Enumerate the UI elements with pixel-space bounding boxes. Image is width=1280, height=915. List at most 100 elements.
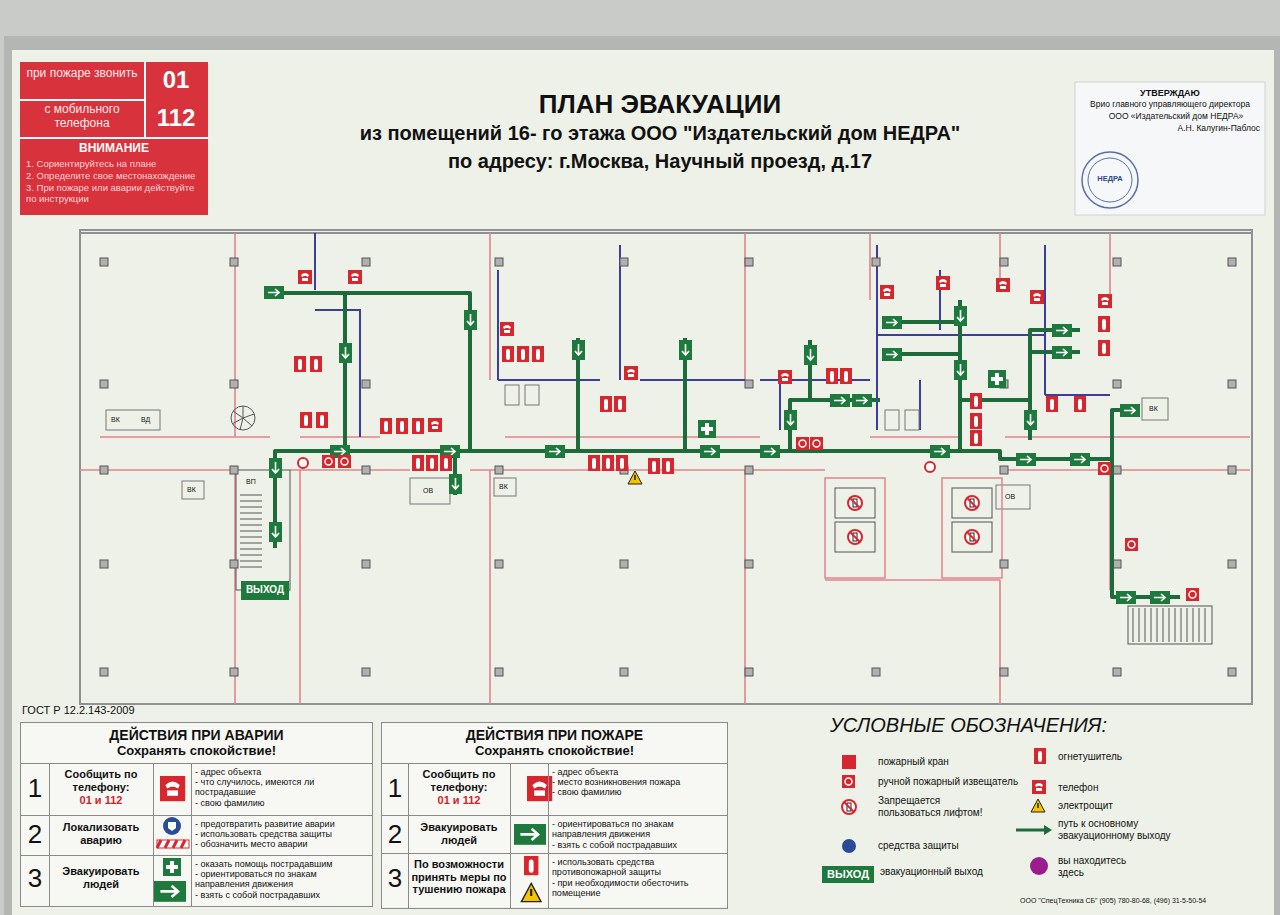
node-text: 3 <box>23 864 47 894</box>
approval-block: УТВЕРЖДАЮВрио главного управляющего дире… <box>1075 82 1265 142</box>
room-code: ВД <box>141 416 150 424</box>
node-text: 01 и 112 <box>51 794 151 807</box>
legend-title: УСЛОВНЫЕ ОБОЗНАЧЕНИЯ: <box>830 714 1107 737</box>
columns <box>100 380 108 388</box>
sign-frame <box>12 50 1274 915</box>
exit-direction-signs <box>1120 404 1140 417</box>
shafts <box>410 478 450 504</box>
fire-equipment <box>426 455 438 471</box>
node-text: ООО «Издательский дом НЕДРА» <box>1091 112 1261 122</box>
node-text: А.Н. Калугин-Паблос <box>1130 124 1260 134</box>
fire-equipment <box>628 471 642 484</box>
node-text: 1 <box>23 774 47 804</box>
node-text: ДЕЙСТВИЯ ПРИ ПОЖАРЕ <box>382 727 727 743</box>
exit-direction-signs <box>760 445 780 458</box>
node-text: - взять с собой пострадавших <box>195 890 369 900</box>
exit-direction-signs <box>339 343 352 363</box>
columns <box>230 380 238 388</box>
node-text: Сохранять спокойствие! <box>382 744 727 759</box>
node-text: - взять с собой пострадавших <box>552 840 724 850</box>
fire-equipment <box>616 455 628 471</box>
exit-direction-signs <box>830 394 850 407</box>
exit-direction-signs <box>1052 324 1072 337</box>
node-text: 1 <box>383 774 407 804</box>
columns <box>745 380 753 388</box>
exit-sign: ВЫХОД <box>241 581 289 600</box>
shafts <box>106 385 1168 509</box>
fire-equipment <box>1098 294 1112 308</box>
columns <box>1000 668 1008 676</box>
approval-stamp <box>1082 152 1138 208</box>
columns <box>100 560 108 568</box>
fire-equipment <box>348 270 362 284</box>
staircases <box>232 406 254 430</box>
action-row: 2Эвакуировать людей- ориентироваться по … <box>382 815 727 853</box>
columns <box>495 466 503 474</box>
subtitle: из помещений 16- го этажа ООО "Издательс… <box>260 122 1060 145</box>
columns <box>872 668 880 676</box>
fire-equipment <box>970 430 982 446</box>
exit-direction-signs <box>1070 453 1090 466</box>
approval-stamp <box>1088 158 1132 202</box>
node-text: Локализовать аварию <box>51 821 151 846</box>
fire-equipment <box>880 285 894 299</box>
columns <box>745 560 753 568</box>
columns <box>745 466 753 474</box>
fire-equipment <box>428 418 442 432</box>
fire-equipment <box>1098 340 1110 356</box>
node-text: 01 и 112 <box>410 794 508 807</box>
node-text: - что случилось, имеются ли пострадавшие <box>195 777 369 798</box>
columns <box>230 258 238 266</box>
evacuation-route <box>268 293 1180 597</box>
maker-footer: ООО "СпецТехника СБ" (905) 780-80-68, (4… <box>1020 897 1206 905</box>
legend-samples <box>842 839 856 853</box>
fire-equipment <box>648 458 660 474</box>
standard-ref: ГОСТ Р 12.2.143-2009 <box>22 704 135 717</box>
fire-equipment <box>500 322 514 336</box>
columns <box>1228 258 1236 266</box>
exit-direction-signs <box>1052 346 1072 359</box>
room-walls <box>80 233 1250 704</box>
elevators <box>965 496 979 510</box>
legend-text: путь к основному эвакуационному выходу <box>1058 818 1208 841</box>
exit-direction-signs <box>1116 591 1136 604</box>
columns <box>230 668 238 676</box>
action-row: 1Сообщить по телефону:01 и 112 - адрес об… <box>382 763 727 815</box>
floor-plan <box>80 232 1252 234</box>
node-text: Сообщить по телефону: <box>51 768 151 793</box>
room-code: ВК <box>111 416 120 424</box>
legend-text: пожарный кран <box>878 756 1028 768</box>
node-text: с мобильного телефона <box>24 103 140 131</box>
node-text: Сообщить по телефону: <box>410 768 508 793</box>
shafts <box>525 385 539 405</box>
fire-equipment <box>840 368 852 384</box>
node-text: - использовать средства защиты <box>195 829 369 839</box>
node-text: 112 <box>148 104 204 132</box>
staircases <box>1128 606 1212 644</box>
node-text: - адрес объекта <box>552 767 724 777</box>
subtitle: по адресу: г.Москва, Научный проезд, д.1… <box>260 150 1060 173</box>
node-text: - при необходимости обесточить помещение <box>552 878 724 899</box>
exit-direction-signs <box>852 394 872 407</box>
legend-samples <box>1032 780 1046 794</box>
room-code: ВК <box>499 483 508 491</box>
node-text: - ориентироваться по знакам направления … <box>552 819 724 840</box>
fire-equipment <box>1098 462 1111 475</box>
exit-direction-signs <box>784 410 797 430</box>
elevators <box>952 522 992 552</box>
shafts <box>996 485 1030 509</box>
node-text: 2 <box>23 820 47 850</box>
exit-direction-signs <box>679 340 692 360</box>
shafts <box>505 385 519 405</box>
fire-equipment <box>517 346 529 362</box>
fire-actions-table: ДЕЙСТВИЯ ПРИ ПОЖАРЕСохранять спокойствие… <box>381 722 728 909</box>
columns <box>100 258 1236 676</box>
legend-text: огнетушитель <box>1058 751 1208 763</box>
node-text: - адрес объекта <box>195 767 369 777</box>
emergency-info-panel: при пожаре звонить01с мобильного телефон… <box>20 62 208 215</box>
approval-stamp <box>1082 152 1138 208</box>
fire-equipment <box>588 455 600 471</box>
accident-actions-table: ДЕЙСТВИЯ ПРИ АВАРИИСохранять спокойствие… <box>20 722 373 907</box>
fire-equipment <box>1125 538 1138 551</box>
